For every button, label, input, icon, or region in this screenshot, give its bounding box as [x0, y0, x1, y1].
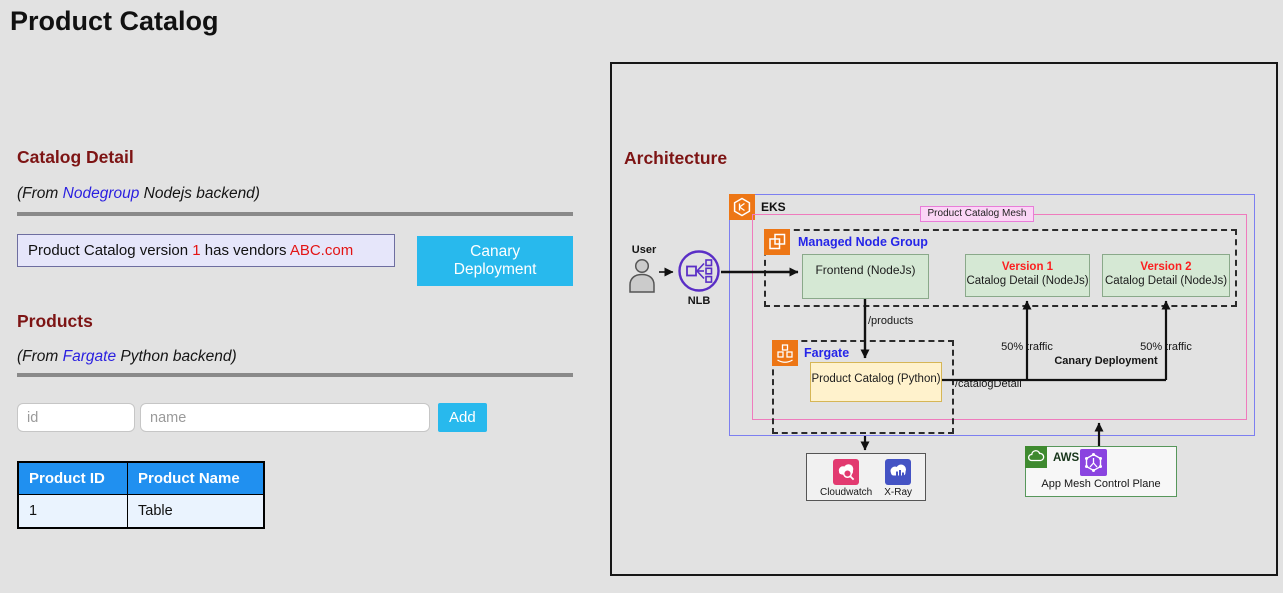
traffic-left-label: 50% traffic	[1001, 341, 1053, 353]
aws-cloud-icon	[1025, 446, 1047, 468]
products-subtitle: (From Fargate Python backend)	[17, 348, 573, 365]
subtitle-suffix: Nodejs backend)	[139, 185, 260, 202]
aws-label: AWS	[1053, 452, 1080, 464]
catalog-route-label: /catalogDetail	[955, 378, 1022, 390]
user-icon	[626, 258, 658, 299]
table-header-row: Product ID Product Name	[17, 461, 265, 495]
products-route-label: /products	[868, 315, 914, 327]
fargate-link[interactable]: Fargate	[62, 348, 117, 365]
app-mesh-icon	[1080, 449, 1107, 476]
canary-deployment-button[interactable]: Canary Deployment	[417, 236, 573, 286]
canary-deployment-label: Canary Deployment	[1054, 355, 1158, 367]
user-label: User	[631, 244, 657, 256]
vendor-name: ABC.com	[289, 242, 354, 259]
product-id-input[interactable]	[17, 403, 135, 432]
eks-icon	[729, 194, 755, 220]
frontend-node: Frontend (NodeJs)	[802, 254, 929, 299]
products-heading: Products	[17, 311, 93, 331]
product-catalog-python-node: Product Catalog (Python)	[810, 362, 942, 402]
nlb-icon	[678, 250, 720, 297]
version1-node: Version 1 Catalog Detail (NodeJs)	[965, 254, 1090, 297]
fargate-label: Fargate	[804, 346, 850, 360]
product-id-cell: 1	[17, 494, 128, 529]
nodegroup-link[interactable]: Nodegroup	[62, 185, 140, 202]
table-row: 1 Table	[17, 494, 265, 529]
add-product-form: Add	[17, 403, 573, 432]
version1-title: Version 1	[1001, 261, 1054, 273]
detail-text: Product Catalog version	[28, 242, 193, 259]
catalog-detail-row: Product Catalog version 1 has vendors AB…	[17, 234, 573, 286]
subtitle-prefix: (From	[17, 185, 63, 202]
managed-node-group-box	[764, 229, 1237, 307]
divider	[17, 212, 573, 216]
xray-label: X-Ray	[884, 487, 913, 498]
product-name-input[interactable]	[140, 403, 430, 432]
version1-label: Catalog Detail (NodeJs)	[966, 275, 1089, 287]
observability-box: Cloudwatch X-Ray	[806, 453, 926, 501]
add-button[interactable]: Add	[438, 403, 487, 432]
subtitle-prefix: (From	[17, 348, 63, 365]
catalog-detail-heading: Catalog Detail	[17, 147, 134, 167]
mesh-label: Product Catalog Mesh	[920, 206, 1034, 222]
xray-item: X-Ray	[884, 459, 912, 498]
architecture-panel: Architecture User NLB EKS	[610, 62, 1278, 576]
subtitle-suffix: Python backend)	[116, 348, 237, 365]
eks-label: EKS	[761, 200, 786, 214]
cloudwatch-label: Cloudwatch	[819, 487, 873, 498]
traffic-right-label: 50% traffic	[1140, 341, 1192, 353]
fargate-icon	[772, 340, 798, 366]
left-column: Catalog Detail (From Nodegroup Nodejs ba…	[17, 148, 573, 529]
managed-node-group-icon	[764, 229, 790, 255]
nlb-label: NLB	[687, 295, 711, 307]
app-mesh-label: App Mesh Control Plane	[1041, 478, 1161, 490]
architecture-heading: Architecture	[624, 148, 728, 168]
catalog-detail-subtitle: (From Nodegroup Nodejs backend)	[17, 185, 573, 202]
divider	[17, 373, 573, 377]
product-id-header: Product ID	[17, 461, 128, 495]
page-title: Product Catalog	[10, 6, 219, 36]
version2-label: Catalog Detail (NodeJs)	[1104, 275, 1228, 287]
xray-icon	[885, 459, 912, 485]
products-table: Product ID Product Name 1 Table	[17, 461, 265, 529]
cloudwatch-icon	[833, 459, 860, 485]
version2-title: Version 2	[1140, 261, 1192, 273]
managed-node-group-label: Managed Node Group	[798, 235, 928, 249]
catalog-detail-value: Product Catalog version 1 has vendors AB…	[17, 234, 396, 267]
cloudwatch-item: Cloudwatch	[820, 459, 872, 498]
detail-text: has vendors	[200, 242, 290, 259]
eks-cluster-box	[729, 194, 1255, 436]
version-number: 1	[192, 242, 201, 259]
product-name-header: Product Name	[127, 461, 265, 495]
version2-node: Version 2 Catalog Detail (NodeJs)	[1102, 254, 1230, 297]
fargate-box	[772, 340, 954, 434]
product-name-cell: Table	[127, 494, 265, 529]
